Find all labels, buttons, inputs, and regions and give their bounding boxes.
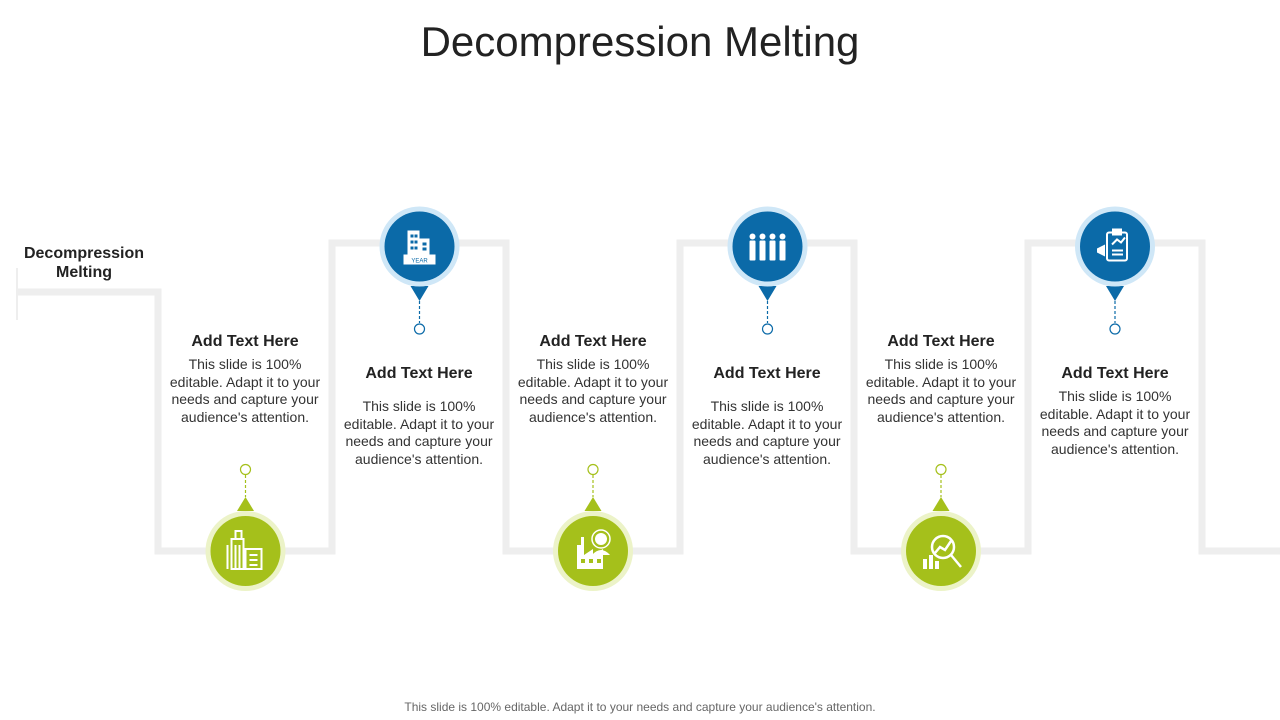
step-6-heading: Add Text Here [1061, 365, 1169, 382]
team-people-icon [727, 206, 808, 287]
step-2-body: This slide is 100% editable. Adapt it to… [343, 398, 495, 467]
step-3: Add Text Here This slide is 100% editabl… [513, 332, 673, 426]
step-5-heading: Add Text Here [887, 333, 995, 350]
step-1: Add Text Here This slide is 100% editabl… [165, 332, 325, 426]
step-2-heading: Add Text Here [365, 365, 473, 382]
connector-5 [932, 463, 950, 511]
connector-4 [758, 286, 777, 335]
connector-6 [1106, 286, 1124, 335]
connector-3 [584, 463, 602, 511]
step-4-heading: Add Text Here [713, 365, 821, 382]
step-3-heading: Add Text Here [539, 333, 647, 350]
step-2: Add Text Here This slide is 100% editabl… [339, 364, 499, 468]
step-1-body: This slide is 100% editable. Adapt it to… [169, 356, 321, 425]
step-4: Add Text Here This slide is 100% editabl… [687, 364, 847, 468]
step-5: Add Text Here This slide is 100% editabl… [861, 332, 1021, 426]
connector-1 [237, 463, 254, 511]
start-marker [16, 268, 18, 320]
analysis-magnifier-icon [901, 511, 981, 591]
step-1-heading: Add Text Here [191, 333, 299, 350]
step-3-body: This slide is 100% editable. Adapt it to… [517, 356, 669, 425]
factory-worker-icon [553, 511, 633, 591]
page-title: Decompression Melting [420, 18, 860, 65]
step-6-body: This slide is 100% editable. Adapt it to… [1039, 388, 1191, 457]
svg-text:YEAR: YEAR [411, 259, 428, 265]
connector-2 [410, 286, 429, 335]
city-buildings-icon [205, 511, 286, 591]
step-6: Add Text Here This slide is 100% editabl… [1035, 364, 1195, 458]
step-4-body: This slide is 100% editable. Adapt it to… [691, 398, 843, 467]
report-clipboard-icon [1075, 206, 1155, 287]
building-calendar-icon: YEAR [379, 206, 460, 287]
footer-note: This slide is 100% editable. Adapt it to… [404, 700, 876, 714]
start-label: Decompression Melting [23, 245, 145, 281]
step-5-body: This slide is 100% editable. Adapt it to… [865, 356, 1017, 425]
